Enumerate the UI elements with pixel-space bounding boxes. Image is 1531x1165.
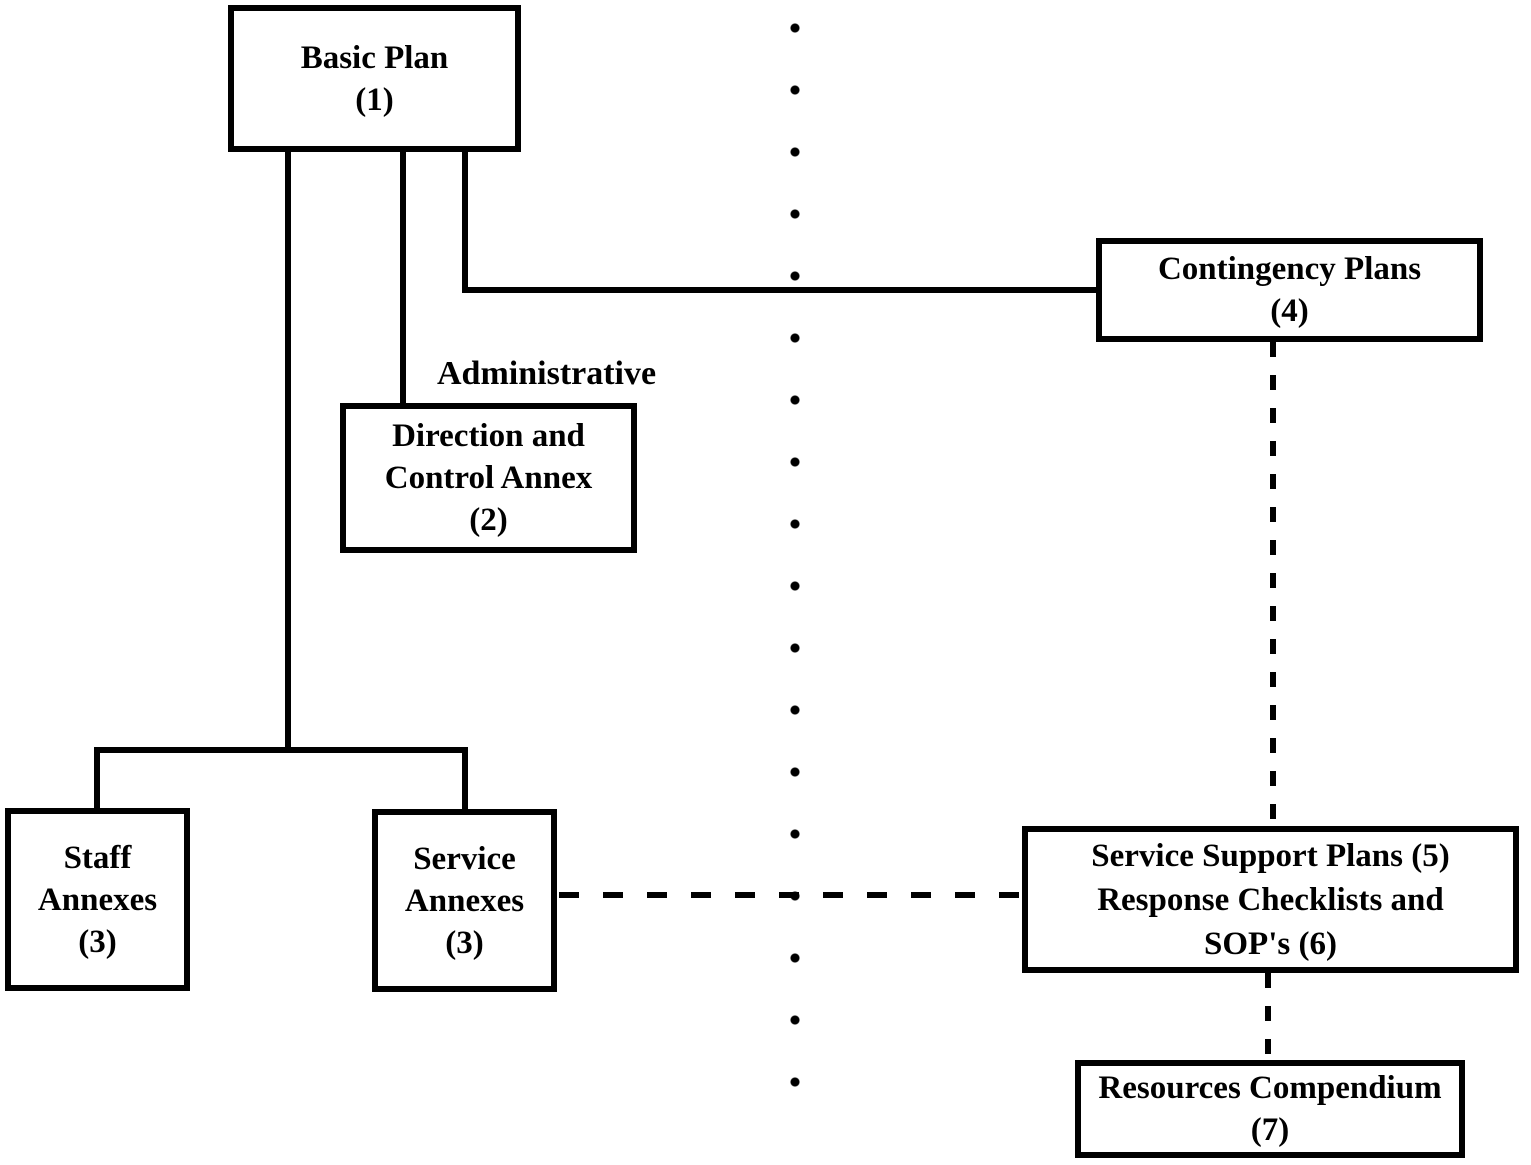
service-annexes-box: Service Annexes (3) <box>372 809 557 992</box>
branch-to-service-annexes-vertical <box>462 747 468 813</box>
staff-annexes-line2: Annexes <box>37 881 158 918</box>
direction-control-number: (2) <box>469 502 508 538</box>
dashed-link-contingency-to-support-plans <box>1270 342 1276 828</box>
service-annexes-line1: Service <box>413 840 516 877</box>
direction-control-line2: Control Annex <box>384 460 593 496</box>
direction-control-line1: Direction and <box>392 418 585 454</box>
service-support-line2: Response Checklists and <box>1097 881 1444 918</box>
resources-compendium-box: Resources Compendium (7) <box>1075 1060 1465 1158</box>
contingency-plans-title: Contingency Plans <box>1157 251 1422 287</box>
basic-plan-box: Basic Plan (1) <box>228 5 521 152</box>
staff-annexes-box: Staff Annexes (3) <box>5 808 190 991</box>
staff-annexes-line1: Staff <box>63 839 132 876</box>
direction-control-annex-box: Direction and Control Annex (2) <box>340 403 637 553</box>
service-annexes-number: (3) <box>445 924 484 961</box>
administrative-label: Administrative <box>437 355 657 392</box>
connector-basicplan-to-contingency-vertical <box>462 150 468 293</box>
basic-plan-number: (1) <box>355 81 394 118</box>
staff-annexes-number: (3) <box>78 923 117 960</box>
branch-to-staff-annexes-vertical <box>94 747 100 812</box>
service-support-line1: Service Support Plans (5) <box>1091 837 1450 874</box>
contingency-plans-box: Contingency Plans (4) <box>1096 238 1483 342</box>
connector-basicplan-to-annexes-branch <box>285 150 291 753</box>
contingency-plans-number: (4) <box>1270 293 1309 329</box>
dashed-link-support-plans-to-resources <box>1265 973 1271 1061</box>
service-support-line3: SOP's (6) <box>1204 925 1337 962</box>
annexes-branch-horizontal <box>94 747 468 753</box>
basic-plan-title: Basic Plan <box>300 39 449 76</box>
service-annexes-line2: Annexes <box>404 882 525 919</box>
resources-compendium-number: (7) <box>1250 1112 1290 1148</box>
connector-basicplan-to-direction-annex <box>400 150 406 407</box>
resources-compendium-title: Resources Compendium <box>1098 1070 1442 1106</box>
service-support-plans-box: Service Support Plans (5) Response Check… <box>1022 826 1519 973</box>
connector-basicplan-to-contingency-horizontal <box>462 287 1098 293</box>
dotted-divider-line <box>789 22 801 1089</box>
